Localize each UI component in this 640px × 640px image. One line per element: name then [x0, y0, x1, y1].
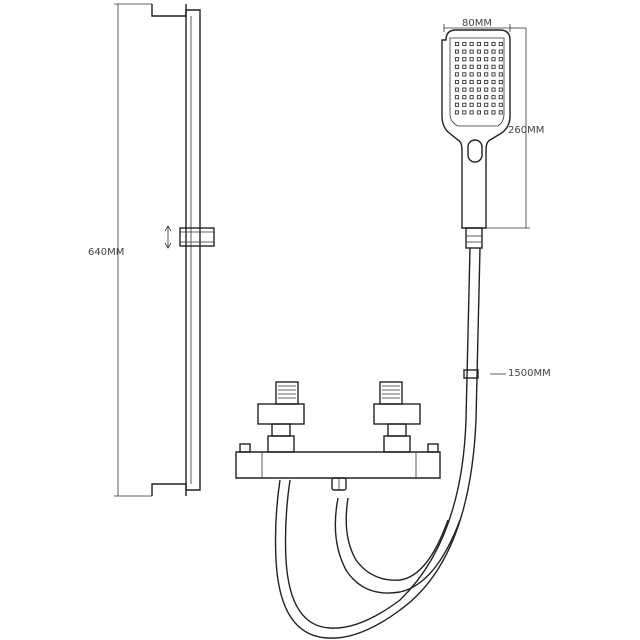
nozzle [462, 102, 467, 107]
spray-button[interactable] [467, 139, 483, 163]
up-down-arrow-icon [164, 225, 172, 249]
nozzle [484, 87, 489, 92]
nozzle [491, 41, 496, 47]
nozzle [484, 57, 489, 62]
nozzle [498, 41, 503, 47]
nozzle [454, 64, 460, 69]
hose-length-label: 1500MM [508, 368, 551, 379]
nozzle [491, 87, 496, 92]
nozzle [462, 57, 467, 62]
nozzle [484, 72, 489, 77]
left-inlet-connector [257, 381, 305, 453]
nozzle [476, 87, 481, 92]
nozzle [491, 79, 496, 85]
nozzle [469, 87, 474, 92]
nozzle [469, 110, 474, 115]
nozzle [469, 72, 474, 77]
nozzle [476, 64, 481, 69]
nozzle [454, 41, 460, 47]
nozzle [491, 102, 496, 107]
nozzle [476, 49, 481, 54]
nozzle [491, 110, 496, 115]
nozzle [454, 110, 460, 115]
nozzle [498, 64, 503, 69]
nozzle [498, 95, 503, 100]
nozzle [491, 57, 496, 62]
nozzle [462, 64, 467, 69]
nozzle [454, 79, 460, 85]
slide-rail: 640MM [88, 3, 215, 497]
nozzle [462, 41, 467, 47]
nozzle [476, 102, 481, 107]
nozzle [498, 72, 503, 77]
nozzle [484, 49, 489, 54]
nozzle [476, 72, 481, 77]
rail-length-label: 640MM [88, 247, 124, 258]
nozzle [476, 41, 481, 47]
nozzle [484, 41, 489, 47]
nozzle [484, 95, 489, 100]
nozzle [491, 64, 496, 69]
spray-nozzles [454, 41, 503, 115]
nozzle [462, 49, 467, 54]
nozzle [469, 49, 474, 54]
nozzle [484, 102, 489, 107]
mixer-valve [235, 381, 441, 491]
shower-hose: 1500MM [274, 247, 551, 639]
nozzle [476, 95, 481, 100]
nozzle [469, 64, 474, 69]
nozzle [469, 79, 474, 85]
handset-length-label: 260MM [508, 125, 544, 136]
hand-shower: 80MM 260MM [441, 18, 544, 249]
nozzle [454, 102, 460, 107]
nozzle [476, 110, 481, 115]
nozzle [454, 57, 460, 62]
shower-head-outline [441, 29, 511, 229]
nozzle [469, 41, 474, 47]
nozzle [469, 102, 474, 107]
nozzle [491, 95, 496, 100]
nozzle [491, 72, 496, 77]
slider-holder[interactable] [179, 227, 215, 247]
nozzle [484, 64, 489, 69]
nozzle [498, 49, 503, 54]
nozzle [462, 87, 467, 92]
nozzle [476, 79, 481, 85]
nozzle [476, 57, 481, 62]
nozzle [462, 79, 467, 85]
nozzle [454, 95, 460, 100]
nozzle [484, 110, 489, 115]
nozzle [462, 95, 467, 100]
nozzle [462, 72, 467, 77]
nozzle [498, 79, 503, 85]
right-inlet-connector [373, 381, 421, 453]
nozzle [454, 72, 460, 77]
nozzle [462, 110, 467, 115]
nozzle [491, 49, 496, 54]
mixer-body [235, 451, 441, 479]
nozzle [469, 95, 474, 100]
nozzle [454, 87, 460, 92]
nozzle [498, 110, 503, 115]
nozzle [498, 102, 503, 107]
handle-connector [465, 227, 483, 249]
nozzle [498, 57, 503, 62]
nozzle [469, 57, 474, 62]
head-width-label: 80MM [462, 18, 492, 29]
nozzle [498, 87, 503, 92]
nozzle [454, 49, 460, 54]
nozzle [484, 79, 489, 85]
